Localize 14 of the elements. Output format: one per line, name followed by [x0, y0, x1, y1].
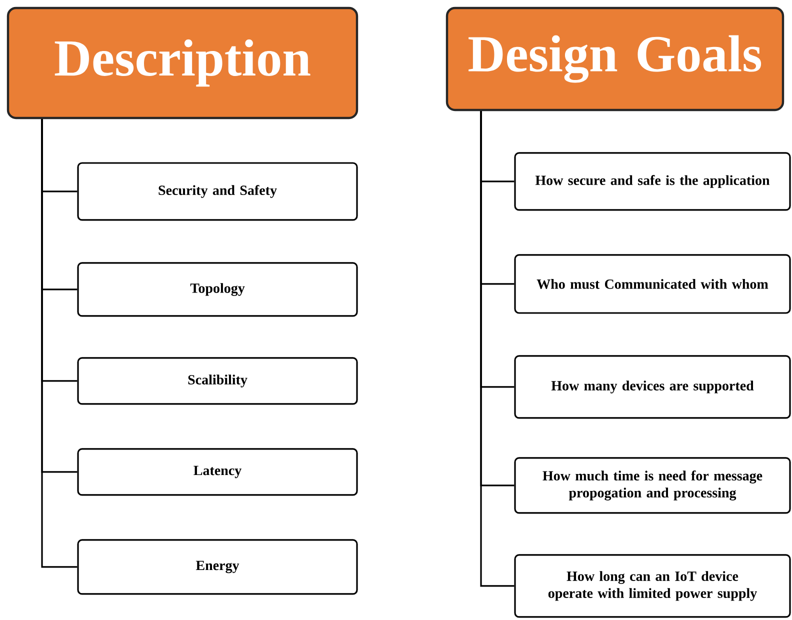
connector-line: [41, 119, 78, 568]
item-box: How secure and safe is the application: [514, 152, 791, 211]
item-box: Scalibility: [77, 357, 358, 405]
item-box: Latency: [77, 448, 358, 496]
item-box: How many devices are supported: [514, 355, 791, 419]
connector-line: [480, 111, 514, 587]
item-box: Who must Communicated with whom: [514, 254, 791, 314]
item-box: How much time is need for message propogation and processing: [514, 457, 791, 514]
item-box: Topology: [77, 262, 358, 317]
item-box: How long can an IoT device operate with limited power supply: [514, 554, 791, 618]
item-box: Energy: [77, 539, 358, 595]
header-box: Description: [6, 6, 358, 120]
item-box: Security and Safety: [77, 162, 358, 221]
header-box: Design Goals: [446, 6, 784, 112]
